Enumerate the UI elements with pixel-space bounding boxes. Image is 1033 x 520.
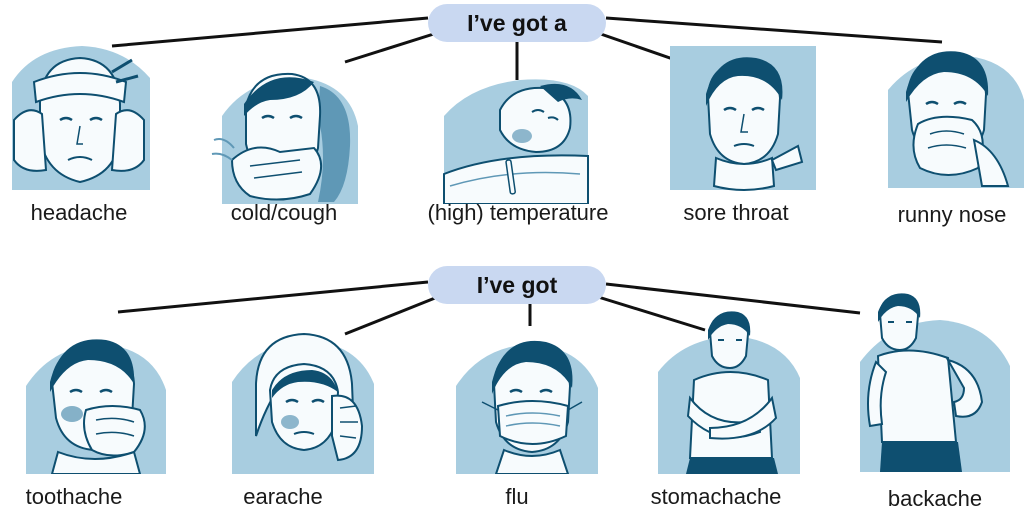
group-header-label: I’ve got a [467,10,567,37]
symptom-label: flu [505,484,528,510]
card-headache [4,42,154,190]
symptom-label: (high) temperature [428,200,609,226]
card-flu [452,326,602,474]
cold-cough-icon [210,56,360,204]
card-cold-cough [210,56,360,204]
symptom-label: stomachache [651,484,782,510]
toothache-icon [22,326,172,474]
temperature-icon [440,56,590,204]
symptom-label: earache [243,484,323,510]
group-header-ive-got-a: I’ve got a [428,4,606,42]
group-header-label: I’ve got [477,272,558,299]
group-header-ive-got: I’ve got [428,266,606,304]
connector-line [118,282,428,312]
card-toothache [22,326,172,474]
symptom-label: cold/cough [231,200,337,226]
flu-icon [452,326,602,474]
connector-line [606,18,942,42]
runny-nose-icon [878,40,1028,188]
symptom-label: backache [888,486,982,512]
card-temperature [440,56,590,204]
headache-icon [4,42,154,190]
card-earache [228,326,378,474]
stomachache-icon [654,308,804,474]
card-sore-throat [668,44,818,192]
backache-icon [860,292,1010,472]
card-stomachache [654,308,804,474]
symptom-label: headache [31,200,128,226]
sore-throat-icon [668,44,818,192]
symptom-label: toothache [26,484,123,510]
connector-line [112,18,428,46]
symptom-label: sore throat [683,200,788,226]
card-backache [860,292,1010,472]
earache-icon [228,326,378,474]
card-runny-nose [878,40,1028,188]
symptom-label: runny nose [898,202,1007,228]
